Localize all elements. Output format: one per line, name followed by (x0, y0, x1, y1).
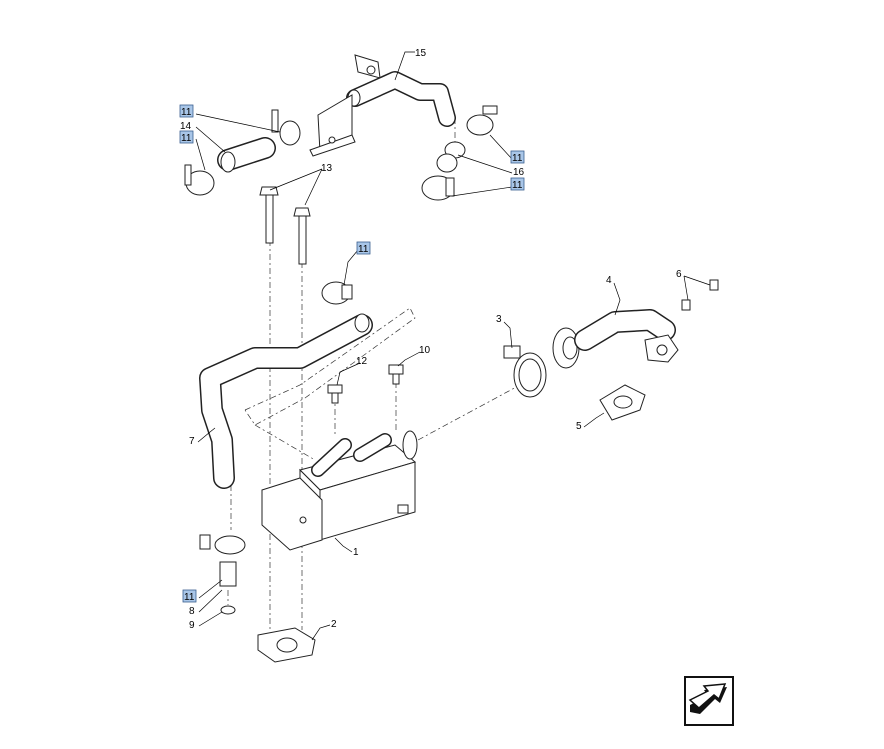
part-5-gasket (599, 384, 646, 421)
assembly-guide-lines (227, 118, 521, 630)
ref-box (179, 104, 194, 118)
part-1-egr-cooler (261, 430, 418, 551)
callout-11[interactable]: 11 (512, 153, 523, 164)
leader-lines (195, 51, 711, 641)
ref-box (179, 130, 194, 144)
callout-7: 7 (189, 436, 195, 447)
callout-11[interactable]: 11 (181, 133, 192, 144)
part-14-hose (184, 109, 301, 196)
part-16-fitting (421, 105, 498, 201)
callout-14: 14 (180, 121, 192, 132)
callout-12: 12 (356, 356, 368, 367)
callout-10: 10 (419, 345, 431, 356)
callout-11[interactable]: 11 (512, 180, 523, 191)
part-4-flex-pipe (552, 279, 719, 369)
callout-6: 6 (676, 269, 682, 280)
callout-4: 4 (606, 275, 612, 286)
ref-box (356, 241, 371, 255)
callout-3: 3 (496, 314, 502, 325)
callout-15: 15 (415, 48, 427, 59)
part-8-9-fitting (199, 534, 246, 615)
arrow-navigation-icon[interactable] (684, 676, 734, 726)
callout-16: 16 (513, 167, 525, 178)
part-2-gasket (257, 627, 316, 663)
callout-1: 1 (353, 547, 359, 558)
callout-8: 8 (189, 606, 195, 617)
part-15-pipe (309, 54, 456, 157)
ref-box (510, 150, 525, 164)
callout-11[interactable]: 11 (181, 107, 192, 118)
clamp-middle (321, 281, 353, 305)
callout-11[interactable]: 11 (184, 592, 195, 603)
callout-9: 9 (189, 620, 195, 631)
part-7-hose (199, 313, 373, 489)
ref-box (510, 177, 525, 191)
callout-11[interactable]: 11 (358, 244, 369, 255)
callout-2: 2 (331, 619, 337, 630)
ref-box (182, 589, 197, 603)
part-13-bolts (259, 186, 404, 404)
callout-5: 5 (576, 421, 582, 432)
part-3-clamp (503, 345, 547, 398)
callout-13: 13 (321, 163, 333, 174)
callouts: 15 11 14 11 13 11 16 11 11 4 6 3 12 10 7… (179, 48, 682, 631)
